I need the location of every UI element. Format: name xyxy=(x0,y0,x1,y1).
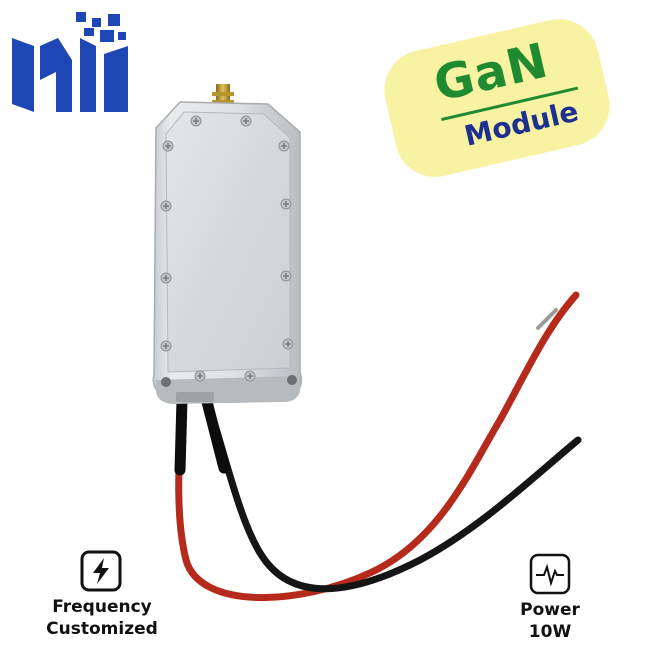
red-power-wire xyxy=(175,291,580,601)
module-lid xyxy=(165,111,291,373)
brand-logo-icon xyxy=(12,12,128,112)
feature-power-line1: Power xyxy=(520,600,580,620)
lightning-bolt-icon xyxy=(80,550,122,592)
heat-shrink-sleeve xyxy=(174,394,188,476)
mounting-hole xyxy=(161,377,171,387)
heat-shrink-sleeve xyxy=(200,392,230,474)
feature-frequency-label: Frequency Customized xyxy=(20,596,184,640)
mounting-hole xyxy=(287,375,297,385)
feature-frequency-line2: Customized xyxy=(46,619,158,639)
pulse-wave-icon xyxy=(529,553,571,595)
wire-exit-bushing xyxy=(176,392,214,402)
black-ground-wire xyxy=(202,394,582,593)
red-wire-stripped-end xyxy=(536,308,558,330)
feature-frequency-line1: Frequency xyxy=(52,597,152,617)
feature-power-line2: 10W xyxy=(528,622,572,642)
feature-power-label: Power 10W xyxy=(500,599,600,643)
